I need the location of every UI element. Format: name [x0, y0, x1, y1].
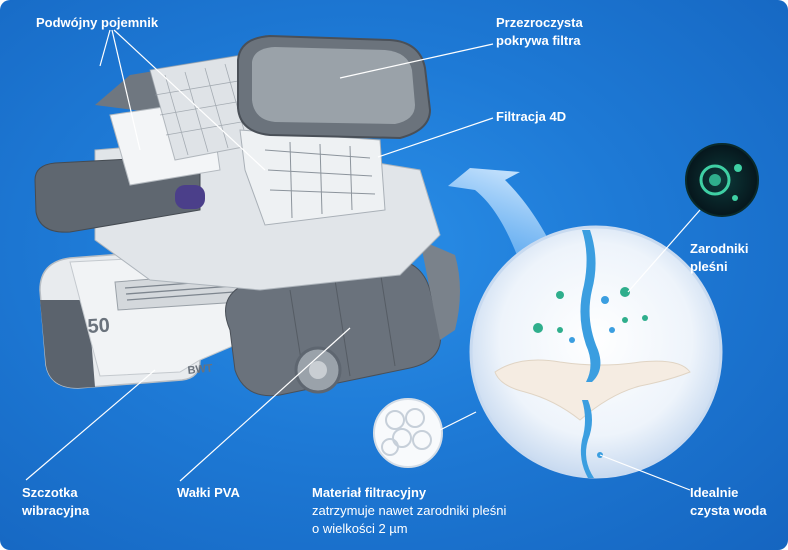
label-double-container: Podwójny pojemnik	[36, 15, 159, 30]
label-filtration: Filtracja 4D	[496, 109, 567, 124]
filter-pad	[494, 359, 691, 421]
label-filter-cover: Przezroczysta pokrywa filtra	[496, 15, 583, 48]
label-brush: Szczotka wibracyjna	[22, 485, 90, 518]
label-filter-material: Materiał filtracyjny zatrzymuje nawet za…	[312, 485, 507, 536]
spore-particles	[533, 287, 648, 333]
leader-lines	[25, 29, 701, 491]
brand-logo: BWT	[187, 362, 213, 377]
label-clean-water: Idealnie czysta woda	[690, 485, 767, 518]
robot-body	[34, 34, 460, 397]
label-spores: Zarodniki pleśni	[690, 241, 749, 274]
water-stream	[569, 230, 615, 478]
spore-magnified	[685, 143, 759, 217]
label-rollers: Wałki PVA	[177, 485, 240, 500]
model-number: 50	[87, 314, 111, 337]
material-swatch	[373, 398, 443, 468]
